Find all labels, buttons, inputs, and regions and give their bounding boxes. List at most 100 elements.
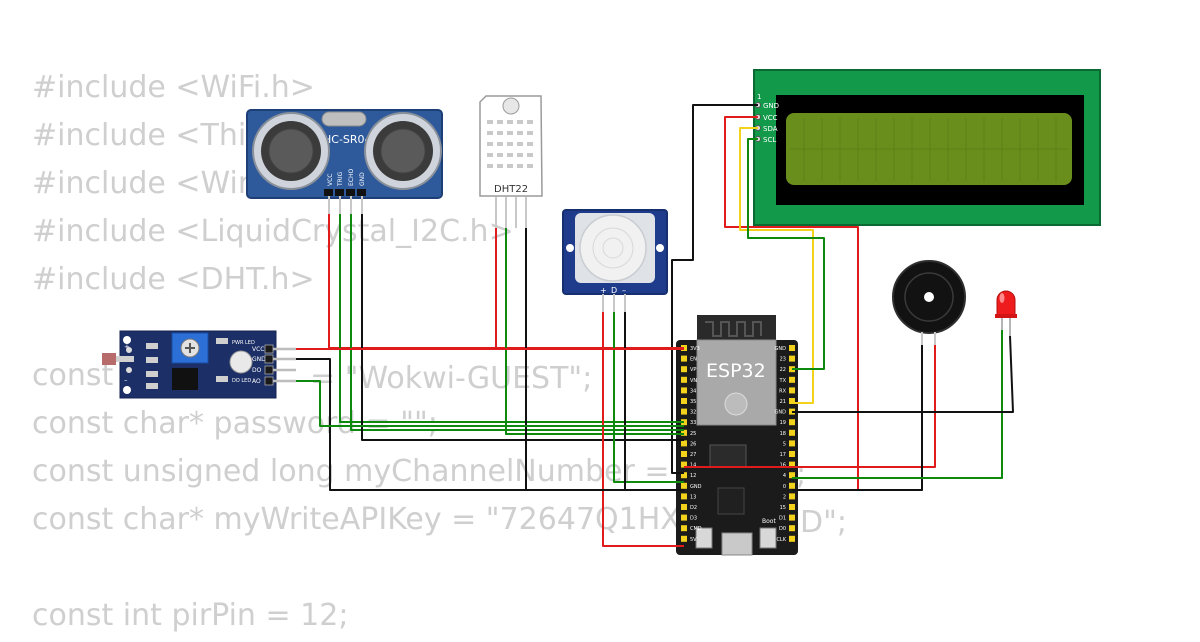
ldr-plus-label: +	[124, 343, 130, 351]
esp32-right-pin-label: RX	[779, 388, 786, 394]
esp32-right-pin-label: CLK	[776, 537, 786, 543]
esp32-right-pin[interactable]	[789, 429, 795, 436]
esp32-right-pin-label: 19	[780, 420, 786, 426]
esp32-left-pin[interactable]	[681, 355, 687, 362]
esp32-right-pin[interactable]	[789, 514, 795, 521]
esp32-left-pin[interactable]	[681, 514, 687, 521]
esp32-right-pin[interactable]	[789, 355, 795, 362]
ldr-pin-vcc[interactable]	[264, 344, 274, 354]
esp32-left-pin-label: 13	[690, 494, 696, 500]
esp32-left-pin-label: 32	[690, 410, 696, 416]
wire-buzzer-gnd[interactable]	[792, 345, 923, 491]
hcsr04-pin-trig[interactable]	[335, 189, 344, 196]
esp32-left-pin[interactable]	[681, 398, 687, 404]
esp32-right-pin[interactable]	[789, 482, 795, 489]
wire-buzzer-pos[interactable]	[684, 345, 936, 468]
esp32-right-pin[interactable]	[789, 535, 795, 542]
pir-motion-sensor[interactable]: + D –	[562, 209, 668, 312]
code-fragment-apikey: D";	[800, 505, 847, 540]
esp32-right-pin[interactable]	[789, 398, 795, 404]
esp32-left-pin[interactable]	[681, 482, 687, 489]
esp32-board[interactable]: ESP32 Boot 3V3ENVPVN343532332526271412GN…	[676, 315, 798, 556]
esp32-right-pin[interactable]	[789, 376, 795, 383]
esp32-left-pin[interactable]	[681, 387, 687, 394]
esp32-left-pin[interactable]	[681, 493, 687, 500]
esp32-right-pin[interactable]	[789, 504, 795, 510]
esp32-left-pin[interactable]	[681, 525, 687, 532]
ldr-minus-label: –	[124, 376, 128, 384]
esp32-right-pin-label: D0	[779, 526, 786, 532]
wire-lcd-gnd[interactable]	[671, 104, 758, 474]
wire-hcsr04-trig[interactable]	[339, 214, 684, 423]
lcd-display[interactable]: 1 GND VCC SDA SCL	[753, 69, 1101, 226]
esp32-right-pin[interactable]	[789, 345, 795, 351]
hcsr04-pin-gnd[interactable]	[357, 189, 366, 196]
esp32-right-pin[interactable]	[789, 493, 795, 500]
hcsr04-pin-vcc[interactable]	[324, 189, 333, 196]
ldr-pin-ao[interactable]	[264, 376, 274, 386]
red-led[interactable]	[995, 290, 1017, 336]
esp32-left-pin[interactable]	[681, 451, 687, 457]
wire-pir-vcc[interactable]	[602, 312, 684, 547]
ldr-pin-do[interactable]	[264, 365, 274, 375]
dht22-sensor[interactable]: DHT22	[479, 95, 543, 228]
wire-hcsr04-gnd[interactable]	[361, 214, 684, 441]
esp32-left-pin[interactable]	[681, 376, 687, 383]
hcsr04-pin-label: TRIG	[337, 171, 344, 187]
lcd-pin-label: SDA	[763, 125, 778, 133]
esp32-left-pin[interactable]	[681, 504, 687, 510]
wire-lcd-scl[interactable]	[747, 138, 825, 370]
esp32-en-button[interactable]	[695, 527, 713, 549]
lcd-pin-label: SCL	[763, 136, 776, 144]
wire-ldr-ao[interactable]	[296, 380, 684, 427]
hcsr04-title: HC-SR04	[323, 133, 372, 146]
esp32-boot-button[interactable]	[759, 527, 777, 549]
esp32-right-pin[interactable]	[789, 419, 795, 426]
wire-led-cathode[interactable]	[792, 335, 1014, 413]
esp32-right-pin[interactable]	[789, 387, 795, 394]
wire-pir-gnd[interactable]	[624, 312, 684, 491]
esp32-right-pin[interactable]	[789, 451, 795, 457]
esp32-left-pin[interactable]	[681, 366, 687, 373]
pir-pin-label: +	[600, 286, 607, 295]
ldr-pin-label: DO	[252, 367, 262, 374]
hcsr04-pin-echo[interactable]	[346, 189, 355, 196]
esp32-right-pin[interactable]	[789, 461, 795, 468]
esp32-right-pin-label: 5	[783, 441, 786, 447]
esp32-right-pin[interactable]	[789, 472, 795, 479]
esp32-left-pin[interactable]	[681, 440, 687, 447]
esp32-left-header: 3V3ENVPVN343532332526271412GND13D2D3CMD5…	[681, 345, 702, 543]
buzzer[interactable]	[892, 260, 966, 345]
hcsr04-pin-label: VCC	[327, 174, 334, 186]
esp32-left-pin[interactable]	[681, 461, 687, 468]
esp32-left-pin[interactable]	[681, 472, 687, 479]
esp32-left-pin-label: 35	[690, 399, 696, 405]
hcsr04-pin-label: GND	[359, 172, 366, 186]
code-fragment-channel: ;	[796, 457, 806, 492]
hcsr04-pin-label: ECHO	[348, 169, 355, 186]
esp32-left-pin-label: 34	[690, 388, 696, 394]
esp32-left-pin-label: EN	[690, 357, 697, 363]
wire-led-anode[interactable]	[792, 330, 1003, 479]
ldr-pin-gnd[interactable]	[264, 354, 274, 364]
wire-ldr-gnd[interactable]	[296, 358, 684, 491]
ldr-sensor-module[interactable]: + – PWR LED DO LED VCC GND DO AO	[102, 330, 296, 399]
esp32-right-pin-label: 21	[780, 399, 786, 405]
esp32-left-pin-label: 5V	[690, 537, 697, 543]
wire-lcd-sda[interactable]	[739, 127, 814, 404]
hcsr04-sensor[interactable]: HC-SR04 VCC TRIG ECHO GND	[246, 109, 443, 214]
wire-pir-data[interactable]	[613, 312, 684, 483]
esp32-right-pin-label: 16	[780, 463, 786, 469]
esp32-left-pin-label: 33	[690, 420, 696, 426]
esp32-left-pin[interactable]	[681, 408, 687, 415]
esp32-left-pin-label: 3V3	[690, 346, 700, 352]
esp32-left-pin[interactable]	[681, 429, 687, 436]
esp32-left-pin-label: 25	[690, 431, 696, 437]
ldr-pin-label: GND	[252, 356, 266, 363]
esp32-right-pin[interactable]	[789, 440, 795, 447]
esp32-right-pin[interactable]	[789, 525, 795, 532]
esp32-usb-port[interactable]	[721, 532, 753, 556]
wire-hcsr04-echo[interactable]	[350, 214, 684, 431]
esp32-left-pin[interactable]	[681, 535, 687, 542]
